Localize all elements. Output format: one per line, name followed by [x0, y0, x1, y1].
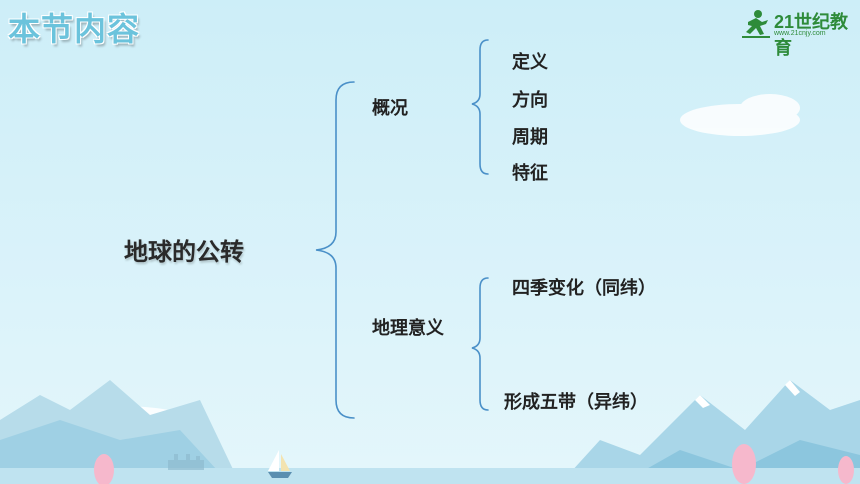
page-title: 本节内容: [8, 10, 141, 48]
main-topic: 地球的公转: [124, 238, 244, 266]
brace-significance: [471, 277, 489, 411]
list-item: 四季变化（同纬）: [512, 278, 656, 299]
list-item: 周期: [512, 127, 548, 148]
logo-url: www.21cnjy.com: [774, 30, 826, 37]
list-item: 定义: [512, 52, 548, 73]
branch-label-overview: 概况: [372, 98, 408, 119]
brace-main: [315, 81, 355, 419]
list-item: 形成五带（异纬）: [504, 392, 648, 413]
branch-label-significance: 地理意义: [372, 318, 444, 339]
list-item: 特征: [512, 163, 548, 184]
logo-runner-icon: [742, 10, 770, 38]
brace-overview: [471, 39, 489, 175]
tree-icon: [94, 444, 854, 484]
sailboat-icon: [268, 450, 292, 478]
logo-name: 21世纪教育: [774, 12, 849, 58]
list-item: 方向: [512, 90, 548, 111]
building-icon: [168, 454, 204, 470]
